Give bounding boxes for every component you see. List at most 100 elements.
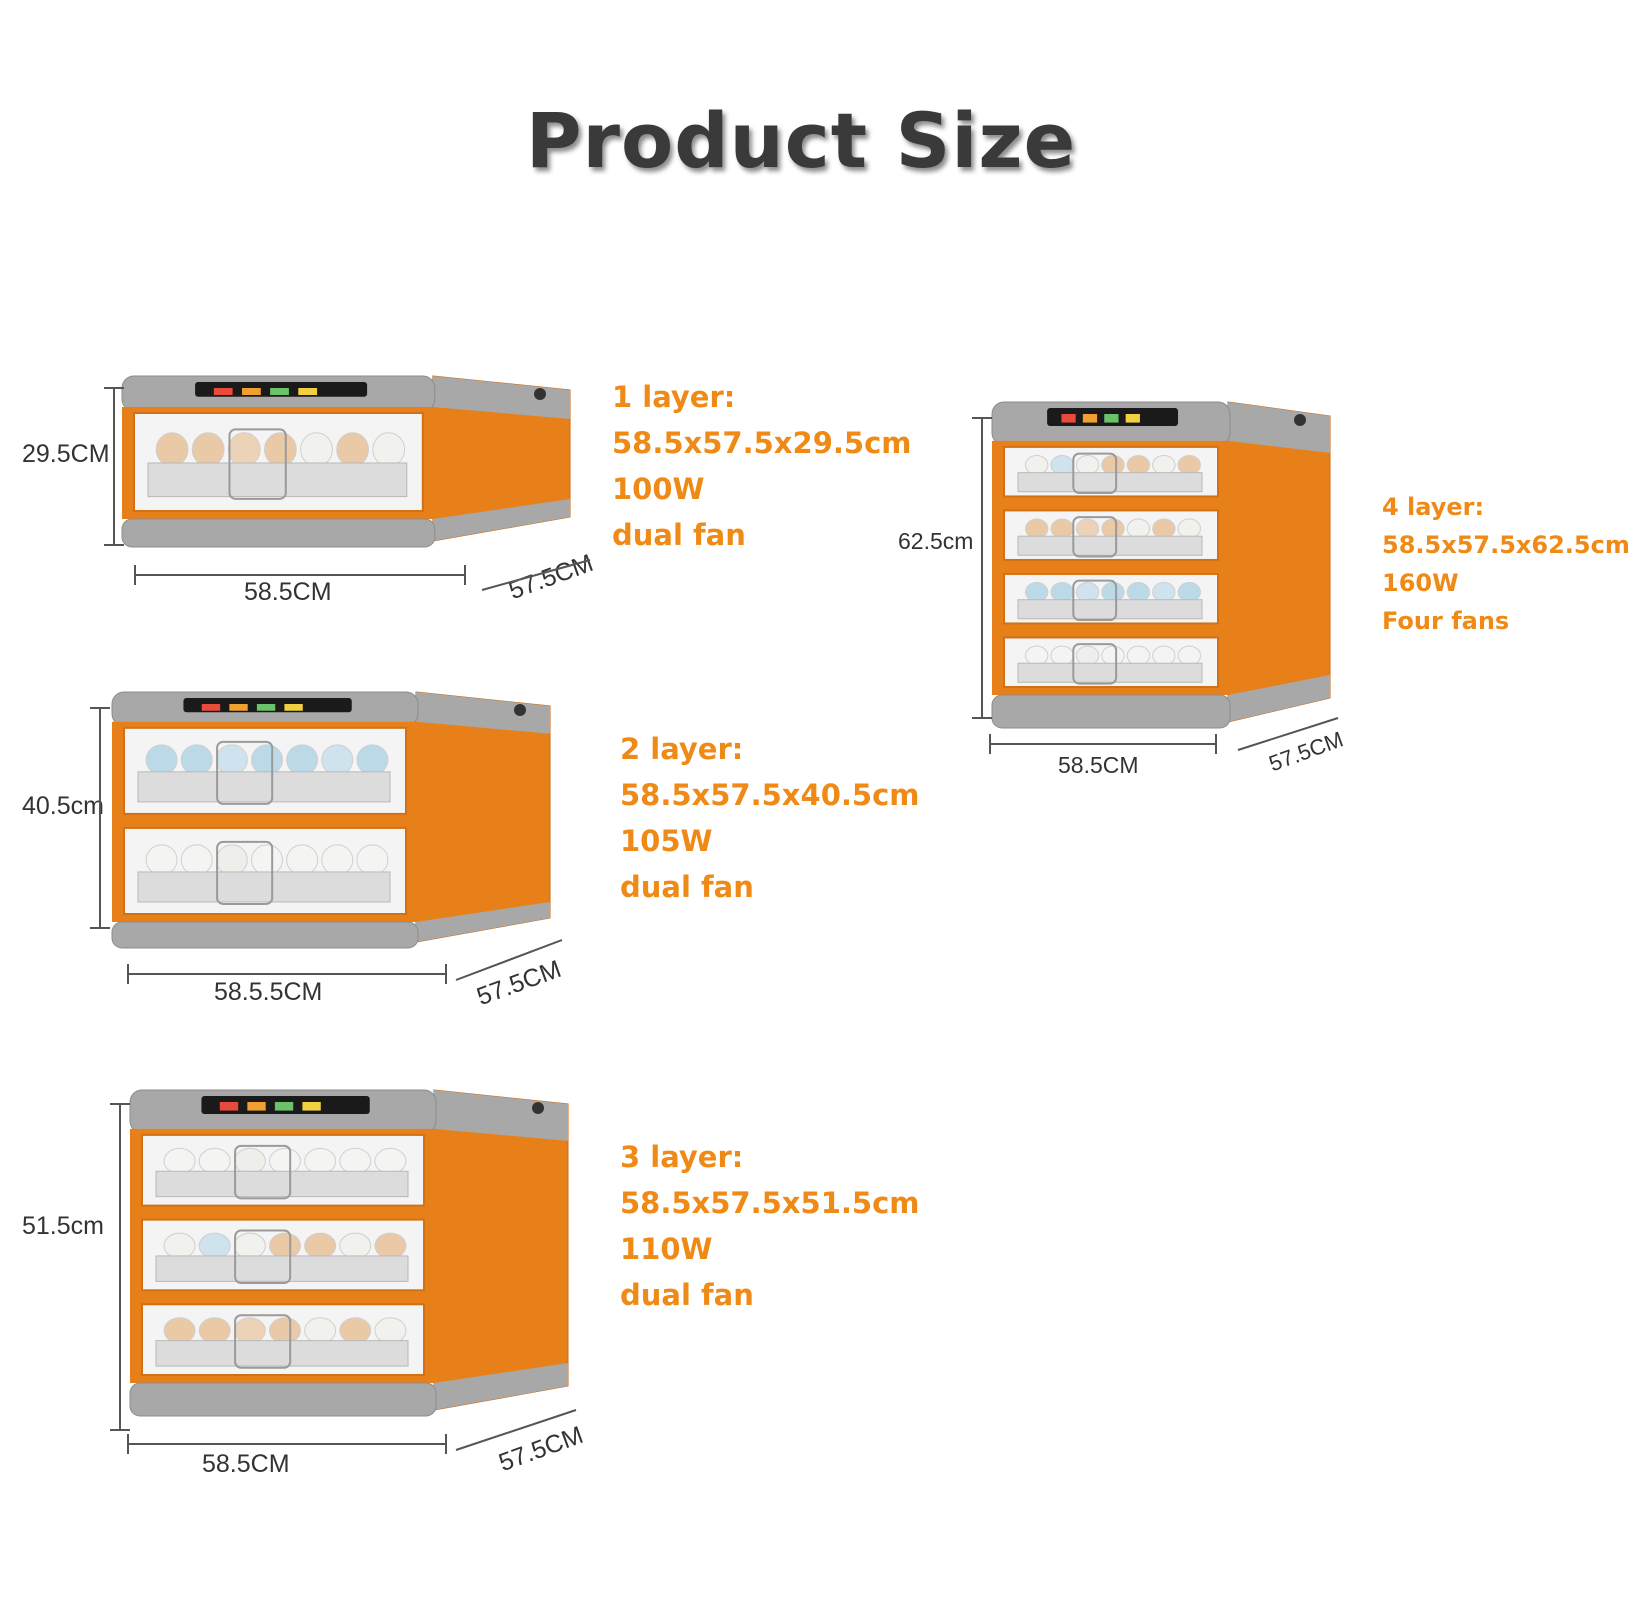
- egg: [233, 1317, 266, 1344]
- display-digit: [1082, 414, 1098, 423]
- display-digit: [201, 704, 221, 711]
- egg: [1177, 645, 1201, 666]
- base: [129, 1382, 437, 1417]
- egg: [1101, 582, 1125, 603]
- egg: [321, 744, 354, 776]
- egg: [372, 432, 406, 467]
- incubator-2-layer: [110, 688, 560, 949]
- egg-tray: [155, 1170, 409, 1198]
- egg: [1025, 455, 1049, 476]
- width-label: 58.5.5CM: [214, 978, 323, 1006]
- egg: [1075, 645, 1100, 666]
- spec-3-layer: 3 layer: 58.5x57.5x51.5cm 110W dual fan: [620, 1134, 919, 1318]
- egg: [1101, 518, 1125, 539]
- display-digit: [241, 388, 261, 395]
- incubator-4-layer: [990, 398, 1340, 729]
- display-digit: [256, 704, 276, 711]
- egg: [1075, 518, 1100, 539]
- spec-power: 100W: [612, 472, 705, 506]
- display-digit: [1104, 414, 1119, 423]
- side-top: [432, 376, 570, 419]
- egg: [180, 844, 213, 876]
- side-button: [514, 704, 526, 716]
- egg: [264, 432, 297, 467]
- spec-power: 110W: [620, 1232, 713, 1266]
- spec-size: 58.5x57.5x29.5cm: [612, 426, 912, 460]
- drawer-handle: [216, 740, 274, 805]
- incubator-illustration: [111, 691, 551, 949]
- width-label: 58.5CM: [1058, 752, 1139, 778]
- egg: [1075, 455, 1100, 476]
- egg: [269, 1317, 301, 1344]
- egg: [198, 1147, 231, 1175]
- egg: [374, 1147, 407, 1175]
- incubator-illustration: [129, 1089, 569, 1417]
- egg: [300, 432, 333, 467]
- base: [111, 921, 419, 949]
- side-top: [416, 692, 550, 734]
- width-label: 58.5CM: [202, 1450, 290, 1478]
- spec-4-layer: 4 layer: 58.5x57.5x62.5cm 160W Four fans: [1382, 488, 1630, 640]
- display-digit: [284, 704, 303, 711]
- depth-label: 57.5CM: [495, 1420, 587, 1478]
- drawer-handle: [234, 1144, 292, 1200]
- egg: [1126, 455, 1151, 476]
- spec-2-layer: 2 layer: 58.5x57.5x40.5cm 105W dual fan: [620, 726, 919, 910]
- egg: [180, 744, 213, 776]
- egg: [1050, 645, 1074, 666]
- drawer-handle: [1072, 579, 1118, 622]
- egg: [215, 844, 248, 876]
- egg-tray: [137, 771, 391, 803]
- display-digit: [1125, 414, 1140, 423]
- egg: [286, 844, 319, 876]
- height-label: 62.5cm: [898, 528, 974, 554]
- egg: [233, 1147, 266, 1175]
- spec-size: 58.5x57.5x62.5cm: [1382, 531, 1630, 559]
- drawer-handle: [234, 1229, 292, 1285]
- display-digit: [219, 1102, 239, 1111]
- egg: [1025, 645, 1049, 666]
- egg: [1152, 455, 1176, 476]
- egg-tray: [155, 1340, 409, 1367]
- egg: [227, 432, 261, 467]
- egg: [1050, 582, 1074, 603]
- spec-power: 160W: [1382, 569, 1459, 597]
- egg: [1025, 518, 1049, 539]
- spec-1-layer: 1 layer: 58.5x57.5x29.5cm 100W dual fan: [612, 374, 911, 558]
- egg: [374, 1317, 407, 1344]
- egg: [145, 744, 178, 776]
- height-label: 29.5CM: [22, 440, 110, 468]
- egg: [198, 1232, 231, 1259]
- egg: [163, 1232, 196, 1259]
- spec-fan: dual fan: [620, 870, 754, 904]
- side-base: [1228, 675, 1330, 722]
- egg-tray: [155, 1255, 409, 1282]
- display-digit: [298, 388, 318, 395]
- base: [991, 694, 1231, 729]
- height-label: 40.5cm: [22, 792, 104, 820]
- egg: [374, 1232, 407, 1259]
- egg-tray: [1017, 662, 1203, 683]
- drawer-handle: [1072, 452, 1118, 494]
- side-base: [416, 902, 550, 942]
- display-digit: [274, 1102, 294, 1111]
- width-label: 58.5CM: [244, 578, 332, 606]
- drawer-handle: [216, 840, 274, 905]
- incubator-illustration: [991, 401, 1331, 729]
- egg: [251, 744, 283, 776]
- base: [121, 518, 436, 548]
- egg: [321, 844, 354, 876]
- egg: [1075, 582, 1100, 603]
- side-base: [432, 499, 570, 541]
- egg: [1152, 518, 1176, 539]
- egg: [1050, 455, 1074, 476]
- side-button: [532, 1102, 544, 1114]
- egg: [145, 844, 178, 876]
- side-top: [1228, 402, 1330, 453]
- egg: [1177, 455, 1201, 476]
- egg: [1025, 582, 1049, 603]
- incubator-3-layer: [128, 1086, 578, 1417]
- egg: [356, 744, 389, 776]
- side-top: [434, 1090, 568, 1141]
- side-base: [434, 1363, 568, 1410]
